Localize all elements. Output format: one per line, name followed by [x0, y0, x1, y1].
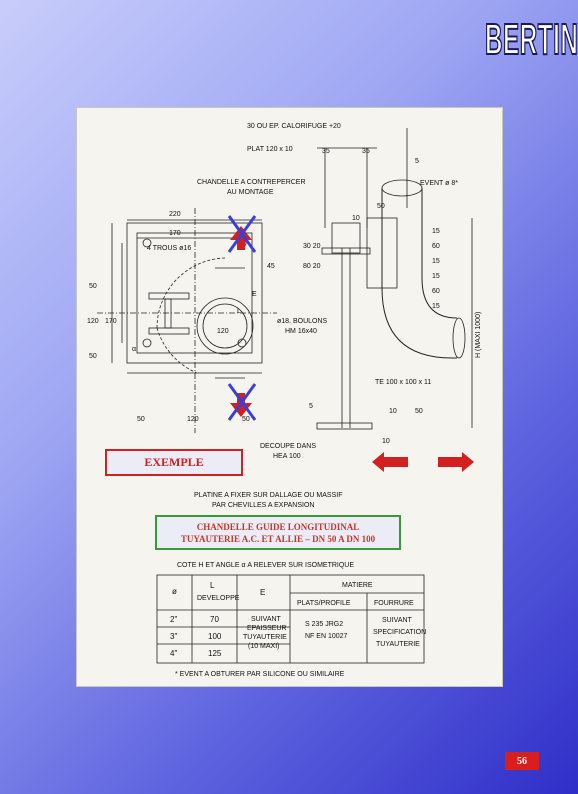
dim-30-20: 30 20: [303, 243, 321, 250]
dim-170: 170: [169, 230, 181, 237]
chandelle-label-2: AU MONTAGE: [227, 189, 274, 196]
e-text-2: EPAISSEUR: [247, 625, 287, 632]
dim-10-b: 10: [389, 408, 397, 415]
next-arrow-icon[interactable]: [436, 451, 476, 473]
table-footnote: * EVENT A OBTURER PAR SILICONE OU SIMILA…: [175, 671, 345, 678]
pipe-section: [196, 297, 254, 355]
platine-label: PLATINE A FIXER SUR DALLAGE OU MASSIF: [194, 492, 342, 499]
te-label: TE 100 x 100 x 11: [375, 379, 431, 386]
chandelle-label: CHANDELLE A CONTREPERCER: [197, 179, 306, 186]
dim-35-b: 35: [362, 148, 370, 155]
delta-5-bottom: 5: [309, 403, 313, 410]
dim-50-d: 50: [242, 416, 250, 423]
table-header-diam: ø: [172, 587, 177, 596]
remove-mark-top: [227, 215, 257, 253]
e-text-3: TUYAUTERIE: [243, 634, 287, 641]
l-label: L: [237, 308, 241, 315]
fourrure-text-3: TUYAUTERIE: [376, 641, 420, 648]
technical-drawing-sheet: 30 OU EP. CALORIFUGE +20 PLAT 120 x 10 3…: [77, 108, 502, 686]
plat-label: PLAT 120 x 10: [247, 146, 293, 153]
delta-5-top: 5: [415, 158, 419, 165]
table-header-fourrure: FOURRURE: [374, 600, 414, 607]
remove-mark-bottom: [227, 383, 257, 421]
decoupe-label: DECOUPE DANS: [260, 443, 316, 450]
dim-80-20: 80 20: [303, 263, 321, 270]
cote-label: COTE H ET ANGLE α A RELEVER SUR ISOMETRI…: [177, 562, 354, 569]
row-1-l: 70: [210, 615, 219, 624]
dim-15-c: 15: [432, 273, 440, 280]
dim-15-d: 15: [432, 303, 440, 310]
table-header-plats: PLATS/PROFILE: [297, 600, 351, 607]
e-text-1: SUIVANT: [251, 616, 282, 623]
row-2-diam: 3": [170, 632, 177, 641]
row-3-l: 125: [208, 649, 222, 658]
prev-arrow-icon[interactable]: [370, 451, 410, 473]
e-text-4: (10 MAXI): [248, 643, 280, 650]
dim-15-b: 15: [432, 258, 440, 265]
drawing-caption: CHANDELLE GUIDE LONGITUDINAL TUYAUTERIE …: [155, 515, 401, 550]
hea-label: HEA 100: [273, 453, 301, 460]
plats-text-1: S 235 JRG2: [305, 621, 343, 628]
table-header-matiere: MATIERE: [342, 582, 373, 589]
dim-50: 50: [89, 283, 97, 290]
bolt-hole: [142, 238, 152, 248]
e-label: E: [252, 291, 257, 298]
dim-50-e: 50: [377, 203, 385, 210]
spec-table: [156, 574, 425, 664]
dim-220: 220: [169, 211, 181, 218]
dim-10: 10: [352, 215, 360, 222]
dim-120: 120: [87, 318, 99, 325]
dim-60-a: 60: [432, 243, 440, 250]
event-label: EVENT ø 8*: [420, 180, 458, 187]
caption-line-1: CHANDELLE GUIDE LONGITUDINAL: [196, 521, 360, 532]
bolt-hole: [142, 338, 152, 348]
fourrure-text-2: SPECIFICATION: [373, 629, 426, 636]
dim-60-b: 60: [432, 288, 440, 295]
trous-label: 4 TROUS ø16: [147, 245, 191, 252]
dim-50-b: 50: [89, 353, 97, 360]
table-header-l: L: [210, 581, 215, 590]
dim-170-v: 170: [105, 318, 117, 325]
bolt-hole: [237, 338, 247, 348]
foot-plate: [316, 422, 373, 430]
dim-120-r: 120: [217, 328, 229, 335]
base-plate: [126, 222, 263, 364]
row-1-diam: 2": [170, 615, 177, 624]
row-3-diam: 4": [170, 649, 177, 658]
boulons-label: ø18. BOULONS: [277, 318, 328, 325]
dim-top-label: 30 OU EP. CALORIFUGE +20: [247, 123, 341, 130]
platine-label-2: PAR CHEVILLES A EXPANSION: [212, 502, 314, 509]
dim-50-c: 50: [137, 416, 145, 423]
dim-120-b: 120: [187, 416, 199, 423]
dim-15-a: 15: [432, 228, 440, 235]
table-header-developpe: DEVELOPPE: [197, 595, 240, 602]
boulons-label-2: HM 16x40: [285, 328, 317, 335]
dim-45: 45: [267, 263, 275, 270]
h-maxi-label: H (MAXI 1000): [475, 312, 482, 358]
technical-drawing: 30 OU EP. CALORIFUGE +20 PLAT 120 x 10 3…: [87, 123, 482, 678]
caption-line-2: TUYAUTERIE A.C. ET ALLIE – DN 50 A DN 10…: [180, 533, 376, 544]
brand-logo: BERTIN F.: [484, 14, 578, 65]
table-header-e: E: [260, 588, 265, 597]
plats-text-2: NF EN 10027: [305, 633, 348, 640]
fourrure-text-1: SUIVANT: [382, 617, 413, 624]
dim-10-c: 10: [382, 438, 390, 445]
example-label: EXEMPLE: [105, 449, 243, 476]
top-clamp: [331, 222, 361, 254]
row-2-l: 100: [208, 632, 222, 641]
page-number: 56: [505, 752, 539, 770]
alpha-label: α: [132, 346, 136, 353]
dim-50-f: 50: [415, 408, 423, 415]
dim-35-a: 35: [322, 148, 330, 155]
